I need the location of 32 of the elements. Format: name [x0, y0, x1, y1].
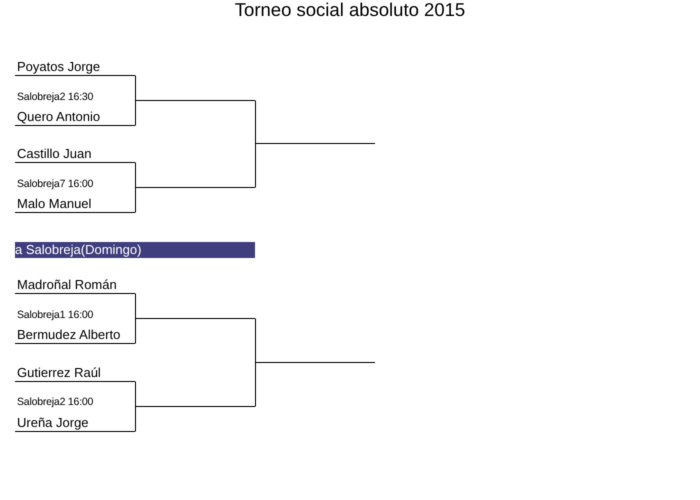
player-name: Castillo Juan [15, 146, 135, 163]
player-name: Ureña Jorge [15, 415, 135, 432]
bracket-line [135, 162, 136, 188]
player-name: Malo Manuel [15, 196, 135, 213]
bracket-line [135, 100, 136, 126]
fill-in-line [135, 187, 255, 188]
player-name: Quero Antonio [15, 109, 135, 126]
bracket-line [255, 143, 256, 188]
match-schedule: Salobreja2 16:00 [17, 395, 94, 409]
fill-in-line [255, 362, 375, 363]
fill-in-line [135, 100, 255, 101]
bracket-line [255, 318, 256, 363]
match-schedule: Salobreja2 16:30 [17, 90, 94, 104]
section-banner: a Salobreja(Domingo) [15, 242, 255, 258]
bracket-line [135, 318, 136, 344]
bracket-line [135, 406, 136, 432]
player-name: Gutierrez Raúl [15, 365, 135, 382]
player-name: Bermudez Alberto [15, 327, 135, 344]
fill-in-line [135, 406, 255, 407]
title: Torneo social absoluto 2015 [234, 0, 466, 20]
fill-in-line [255, 143, 375, 144]
player-name: Poyatos Jorge [15, 59, 135, 76]
bracket-line [255, 362, 256, 407]
bracket-line [135, 75, 136, 101]
fill-in-line [135, 318, 255, 319]
bracket-line [255, 100, 256, 144]
bracket-line [135, 293, 136, 319]
match-schedule: Salobreja7 16:00 [17, 177, 94, 191]
bracket-line [135, 187, 136, 213]
match-schedule: Salobreja1 16:00 [17, 308, 94, 322]
player-name: Madroñal Román [15, 277, 135, 294]
bracket-line [135, 381, 136, 407]
